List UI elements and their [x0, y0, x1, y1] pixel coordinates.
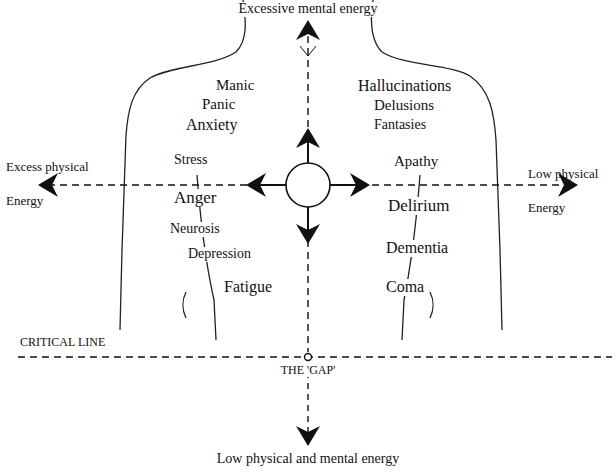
state-label: Coma	[384, 279, 426, 296]
axis-label: Excess physical Energy	[4, 150, 108, 218]
state-label: Manic	[214, 78, 256, 94]
state-label: Neurosis	[168, 222, 222, 237]
axis-label: Excessive mental energy	[237, 2, 380, 17]
state-label: Apathy	[392, 154, 440, 170]
energy-axes	[18, 24, 612, 361]
state-label: Panic	[200, 97, 237, 113]
state-label: Stress	[172, 153, 209, 168]
state-label: Delusions	[372, 98, 436, 114]
axis-label: Low physical Energy	[526, 157, 612, 225]
arrow-shafts	[260, 142, 356, 432]
arrowheads	[38, 20, 578, 446]
gap-label: THE 'GAP'	[279, 364, 338, 377]
state-label: Depression	[186, 247, 253, 262]
state-label: Anxiety	[184, 117, 240, 134]
state-label: Fantasies	[372, 118, 428, 133]
state-label: Hallucinations	[356, 78, 453, 95]
state-label: Anger	[172, 189, 218, 207]
axis-label: Low physical and mental energy	[215, 452, 401, 467]
torso-outline	[120, 0, 502, 340]
state-label: Fatigue	[222, 279, 274, 296]
state-label: Dementia	[384, 240, 450, 257]
state-label: Delirium	[386, 197, 451, 215]
line-label: CRITICAL LINE	[18, 336, 107, 349]
